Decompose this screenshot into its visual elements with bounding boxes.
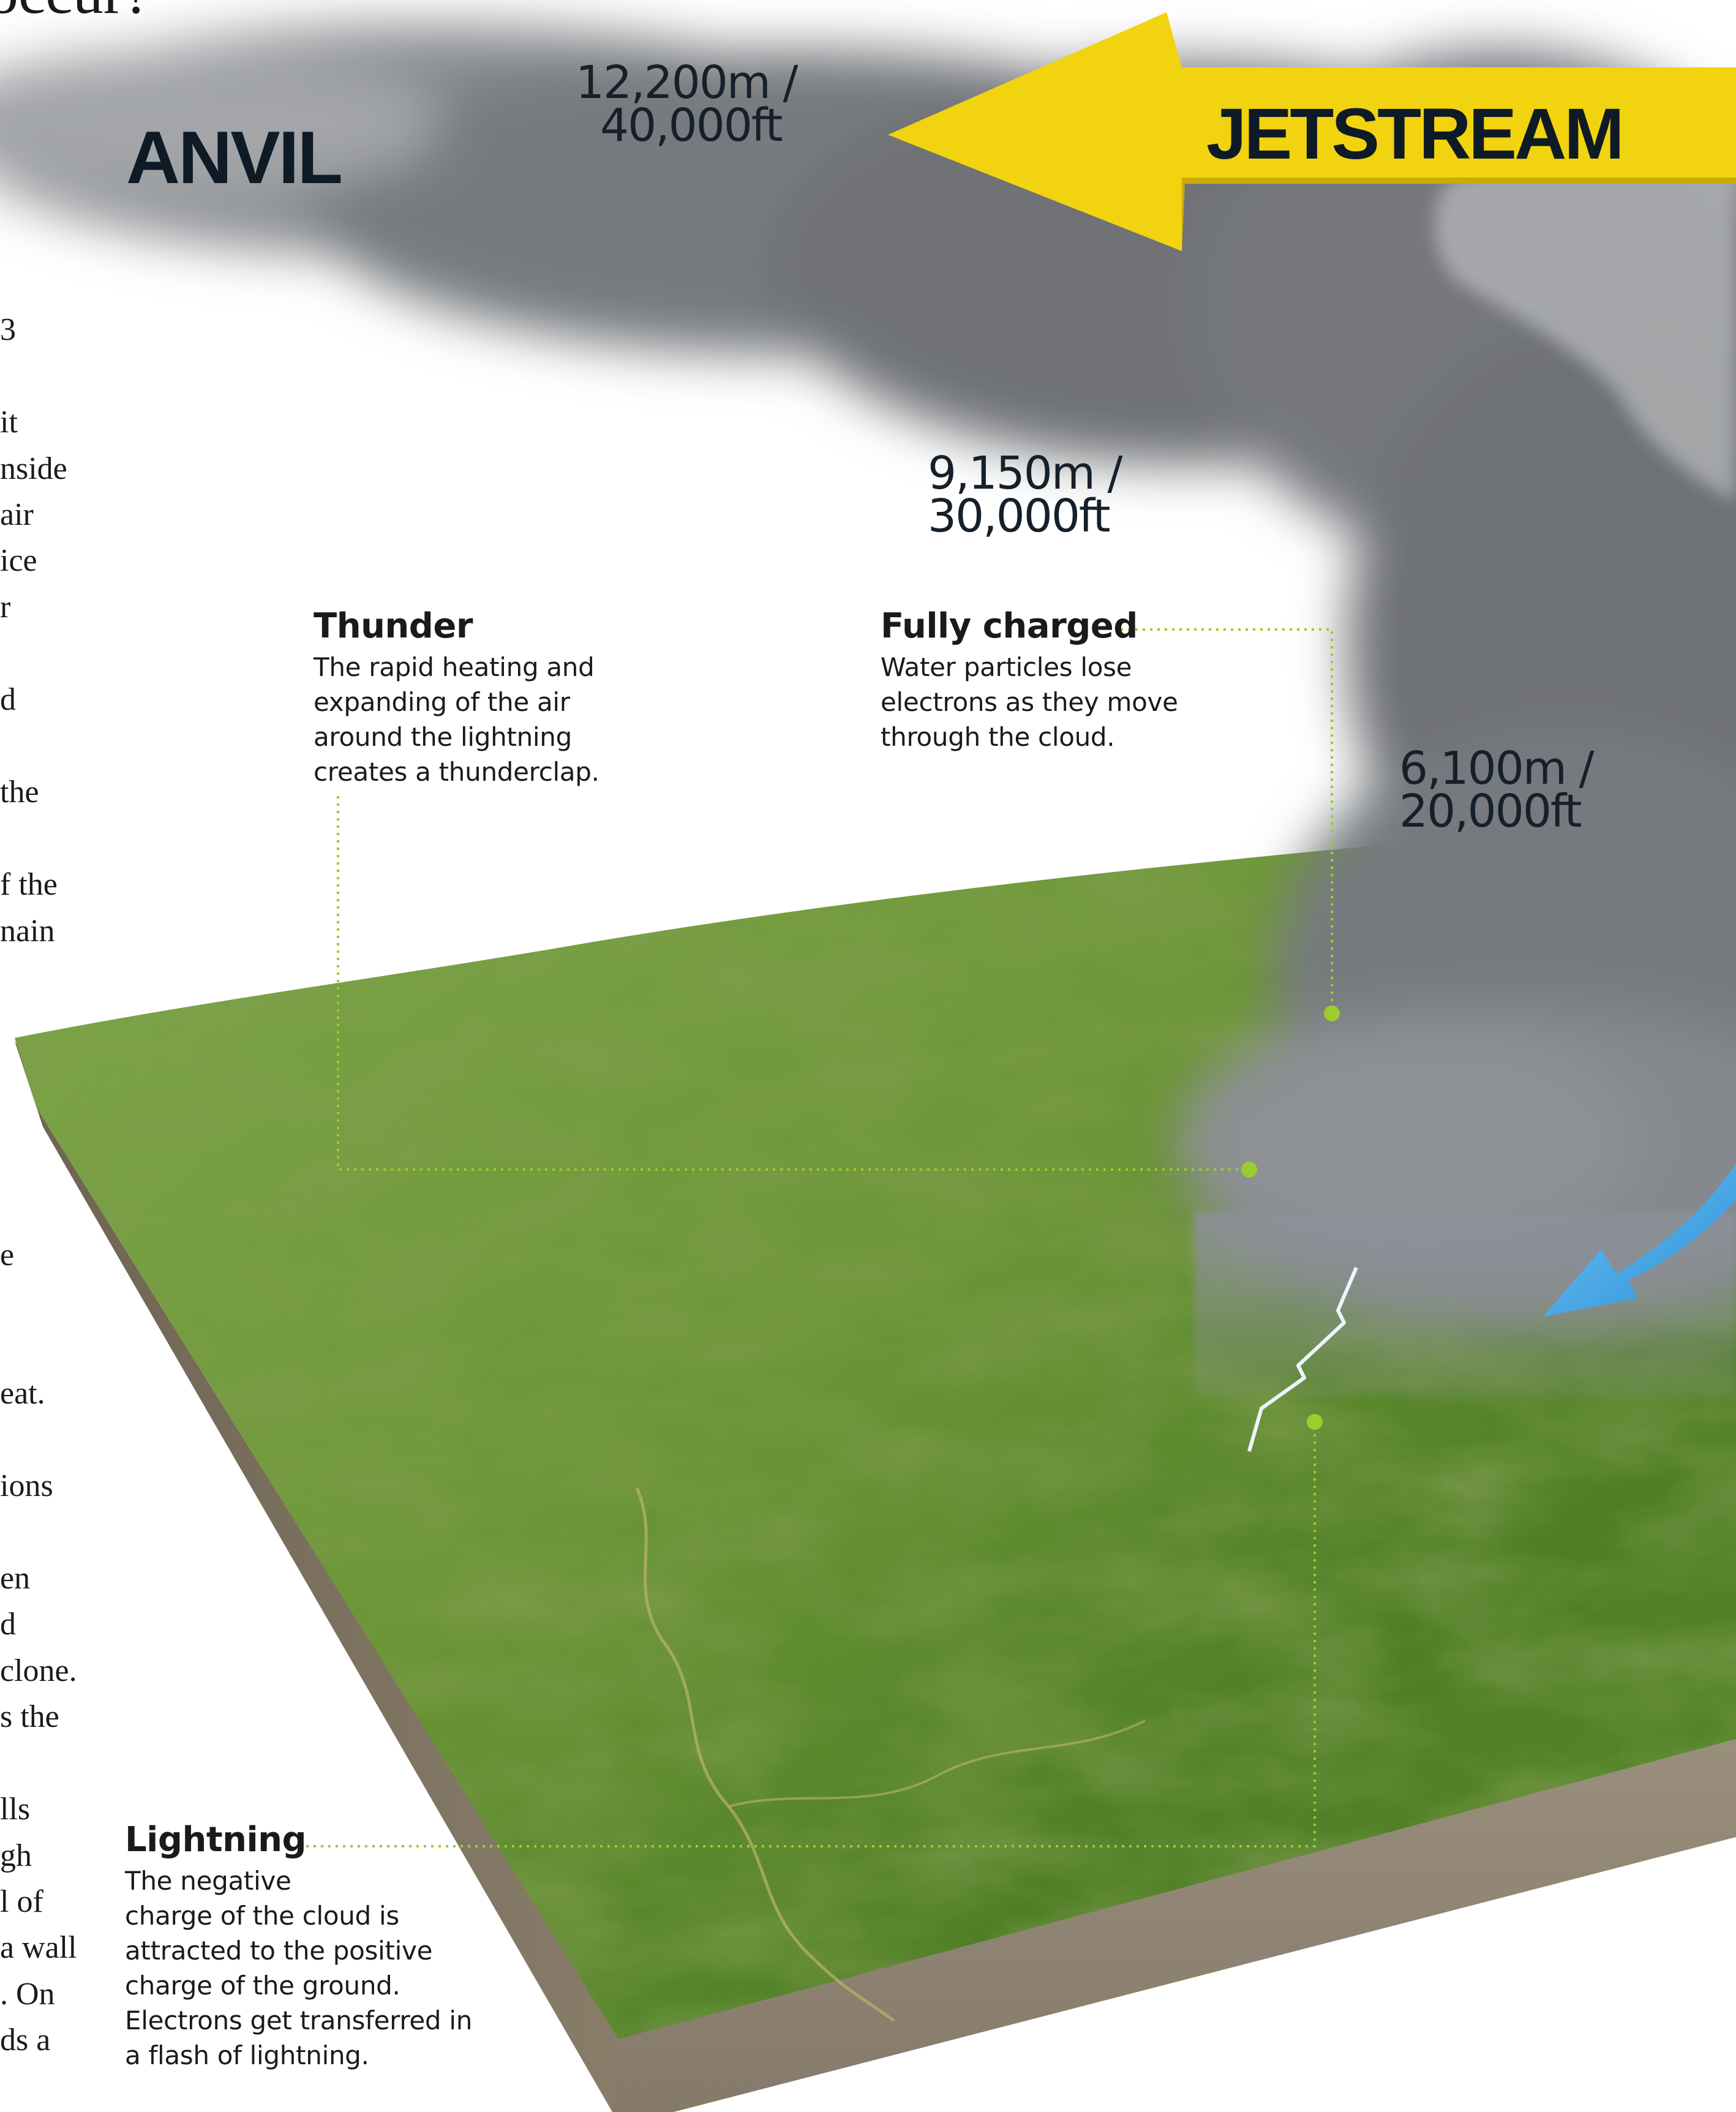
callout-line: creates a thunderclap.: [314, 757, 599, 787]
body-line: the: [0, 775, 39, 810]
body-line: 3: [0, 312, 16, 347]
anvil-label: ANVIL: [126, 116, 343, 199]
altitude-marker-40000ft: 12,200m / 40,000ft: [576, 56, 798, 152]
river-branch: [728, 1719, 1146, 1808]
thunder-callout: Thunder The rapid heating and expanding …: [314, 606, 599, 789]
thunder-dot: [1241, 1162, 1257, 1178]
body-line: f the: [0, 867, 58, 902]
charged-dot: [1324, 1005, 1340, 1021]
callout-line: through the cloud.: [881, 722, 1115, 752]
body-line: a wall: [0, 1930, 77, 1965]
body-line: en: [0, 1561, 31, 1596]
callout-line: charge of the cloud is: [125, 1901, 399, 1931]
callout-line: electrons as they move: [881, 687, 1178, 717]
callout-line: a flash of lightning.: [125, 2040, 369, 2070]
callout-line: Water particles lose: [881, 652, 1132, 682]
body-line: nain: [0, 914, 55, 949]
body-line: e: [0, 1238, 15, 1272]
lightning-dot: [1307, 1414, 1323, 1430]
altitude-metric: 6,100m /: [1399, 742, 1594, 795]
body-line: d: [0, 682, 16, 717]
body-line: gh: [0, 1838, 32, 1873]
article-heading: occur?: [0, 0, 151, 23]
body-line: ice: [0, 543, 37, 578]
body-line: ions: [0, 1468, 53, 1503]
cloud-tower: [1434, 122, 1736, 502]
body-line: lls: [0, 1792, 31, 1827]
body-line: air: [0, 497, 34, 532]
fully-charged-callout: Fully charged Water particles lose elect…: [881, 606, 1178, 754]
leader-dots: [1241, 1005, 1340, 1430]
downdraft-arrow: [1543, 1163, 1736, 1317]
body-line: s the: [0, 1699, 59, 1734]
lightning-bolt: [1247, 1266, 1358, 1452]
altitude-imperial: 20,000ft: [1399, 785, 1582, 838]
lightning-callout: Lightning The negative charge of the clo…: [125, 1820, 472, 2073]
callout-line: charge of the ground.: [125, 1971, 400, 2001]
altitude-marker-20000ft: 6,100m / 20,000ft: [1399, 742, 1594, 838]
body-line: l of: [0, 1884, 43, 1919]
body-line: nside: [0, 451, 67, 486]
body-line: r: [0, 590, 11, 625]
callout-line: attracted to the positive: [125, 1936, 433, 1966]
body-line: eat.: [0, 1376, 45, 1411]
rain-curtain: [1194, 1212, 1736, 1396]
callout-title: Thunder: [314, 606, 473, 646]
body-line: clone.: [0, 1653, 77, 1688]
river: [635, 1487, 895, 2023]
lightning-leader: [306, 1422, 1316, 1847]
callout-line: expanding of the air: [314, 687, 570, 717]
leader-lines: [306, 628, 1333, 1847]
callout-line: Electrons get transferred in: [125, 2005, 473, 2035]
body-line: d: [0, 1607, 16, 1642]
jetstream-label: JETSTREAM: [1206, 94, 1625, 175]
jetstream-arrow: [888, 12, 1736, 251]
altitude-metric: 9,150m /: [928, 447, 1122, 500]
callout-line: The rapid heating and: [314, 652, 595, 682]
callout-title: Lightning: [125, 1820, 307, 1860]
altitude-imperial: 40,000ft: [600, 99, 783, 152]
callout-title: Fully charged: [881, 606, 1138, 646]
body-line: ds a: [0, 2023, 51, 2058]
body-line: it: [0, 405, 18, 440]
body-line: . On: [0, 1977, 55, 2012]
callout-line: The negative: [125, 1866, 291, 1896]
altitude-imperial: 30,000ft: [928, 490, 1111, 543]
altitude-metric: 12,200m /: [576, 56, 798, 109]
altitude-marker-30000ft: 9,150m / 30,000ft: [928, 447, 1122, 543]
callout-line: around the lightning: [314, 722, 572, 752]
